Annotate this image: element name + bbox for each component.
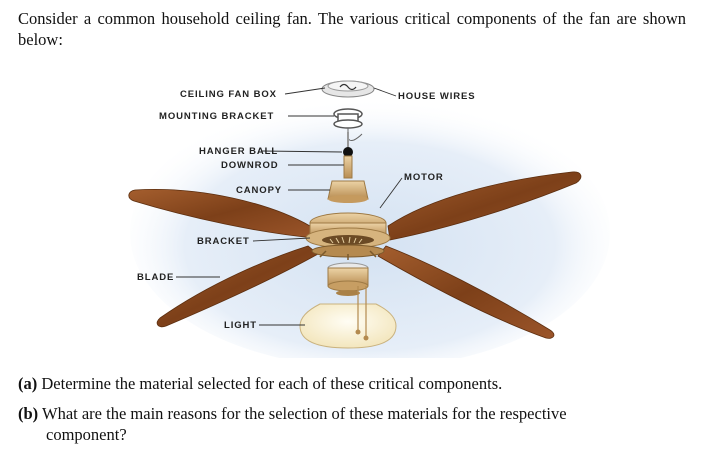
question-a-text: Determine the material selected for each… <box>41 374 502 393</box>
question-a-marker: (a) <box>18 374 37 393</box>
ceiling-fan-box-part <box>322 81 374 97</box>
intro-text: Consider a common household ceiling fan.… <box>18 8 686 50</box>
label-bracket: BRACKET <box>197 236 250 247</box>
motor-housing-part <box>306 213 390 248</box>
question-b-text-line2: component? <box>18 424 686 445</box>
label-ceiling-fan-box: CEILING FAN BOX <box>180 89 277 100</box>
canopy-part <box>328 181 368 203</box>
label-canopy: CANOPY <box>236 185 282 196</box>
question-b-marker: (b) <box>18 404 38 423</box>
question-b-text-line1: What are the main reasons for the select… <box>42 404 567 423</box>
label-blade: BLADE <box>137 272 174 283</box>
label-light: LIGHT <box>224 320 257 331</box>
question-b: (b) What are the main reasons for the se… <box>18 403 686 445</box>
question-a: (a) Determine the material selected for … <box>18 373 686 394</box>
label-mounting-bracket: MOUNTING BRACKET <box>159 111 274 122</box>
label-house-wires: HOUSE WIRES <box>398 91 475 102</box>
label-downrod: DOWNROD <box>221 160 279 171</box>
label-hanger-ball: HANGER BALL <box>199 146 278 157</box>
label-motor: MOTOR <box>404 172 444 183</box>
ceiling-fan-diagram: CEILING FAN BOX MOUNTING BRACKET HANGER … <box>120 68 620 358</box>
